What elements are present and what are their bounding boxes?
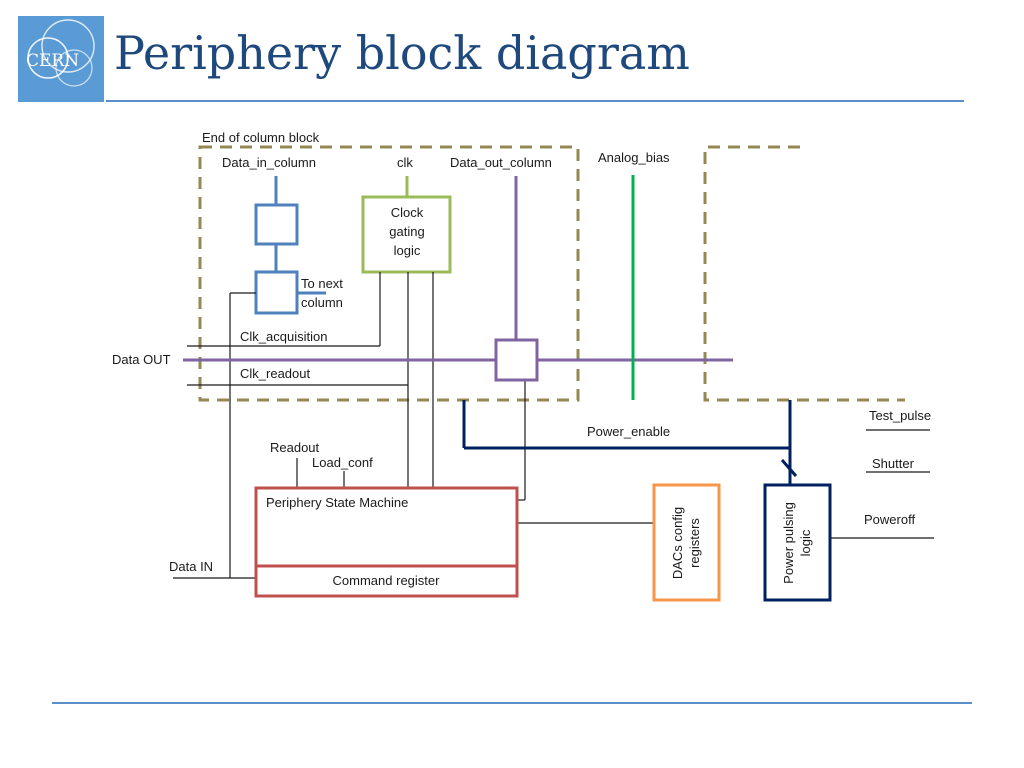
logo-text: CERN (26, 51, 79, 71)
clock-gating-label-3: logic (394, 243, 421, 258)
test-pulse-label: Test_pulse (869, 408, 931, 423)
clk-readout-label: Clk_readout (240, 366, 310, 381)
command-register-label: Command register (333, 573, 441, 588)
clk-label: clk (397, 155, 413, 170)
poweroff-label: Poweroff (864, 512, 915, 527)
clock-gating-label-1: Clock (391, 205, 424, 220)
power-pulsing-label-1: Power pulsing (781, 502, 796, 584)
power-enable-bus-slash (780, 459, 798, 477)
readout-label: Readout (270, 440, 320, 455)
shutter-label: Shutter (872, 456, 915, 471)
power-enable-label: Power_enable (587, 424, 670, 439)
dacs-config-label-2: registers (687, 518, 702, 568)
to-next-column-label-1: To next (301, 276, 343, 291)
dacs-config-registers-block (652, 483, 721, 602)
cern-logo-icon: CERN (26, 19, 95, 87)
power-pulsing-label-2: logic (798, 529, 813, 556)
footer-rule (52, 702, 972, 704)
page-title: Periphery block diagram (114, 26, 690, 80)
cern-logo: CERN (18, 16, 104, 102)
power-pulsing-logic-block (763, 483, 832, 602)
end-of-column-block (198, 145, 580, 402)
analog-bias-label: Analog_bias (598, 150, 670, 165)
dacs-config-label-1: DACs config (670, 507, 685, 579)
clock-gating-logic-block (361, 195, 452, 274)
data-in-column-register-1 (254, 203, 299, 246)
data-out-label: Data OUT (112, 352, 171, 367)
title-rule (106, 100, 964, 102)
dashed-box-clip (800, 140, 930, 146)
end-of-column-label: End of column block (202, 130, 320, 145)
data-in-label: Data IN (169, 559, 213, 574)
data-in-column-label: Data_in_column (222, 155, 316, 170)
periphery-state-machine-block (254, 486, 519, 598)
periphery-state-machine-label: Periphery State Machine (266, 495, 408, 510)
data-in-column-register-2 (254, 270, 299, 315)
to-next-column-label-2: column (301, 295, 343, 310)
data-out-mux-block (494, 338, 539, 382)
clk-acquisition-label: Clk_acquisition (240, 329, 327, 344)
end-of-column-block-next (703, 145, 905, 402)
data-out-column-label: Data_out_column (450, 155, 552, 170)
clock-gating-label-2: gating (389, 224, 424, 239)
load-conf-label: Load_conf (312, 455, 373, 470)
